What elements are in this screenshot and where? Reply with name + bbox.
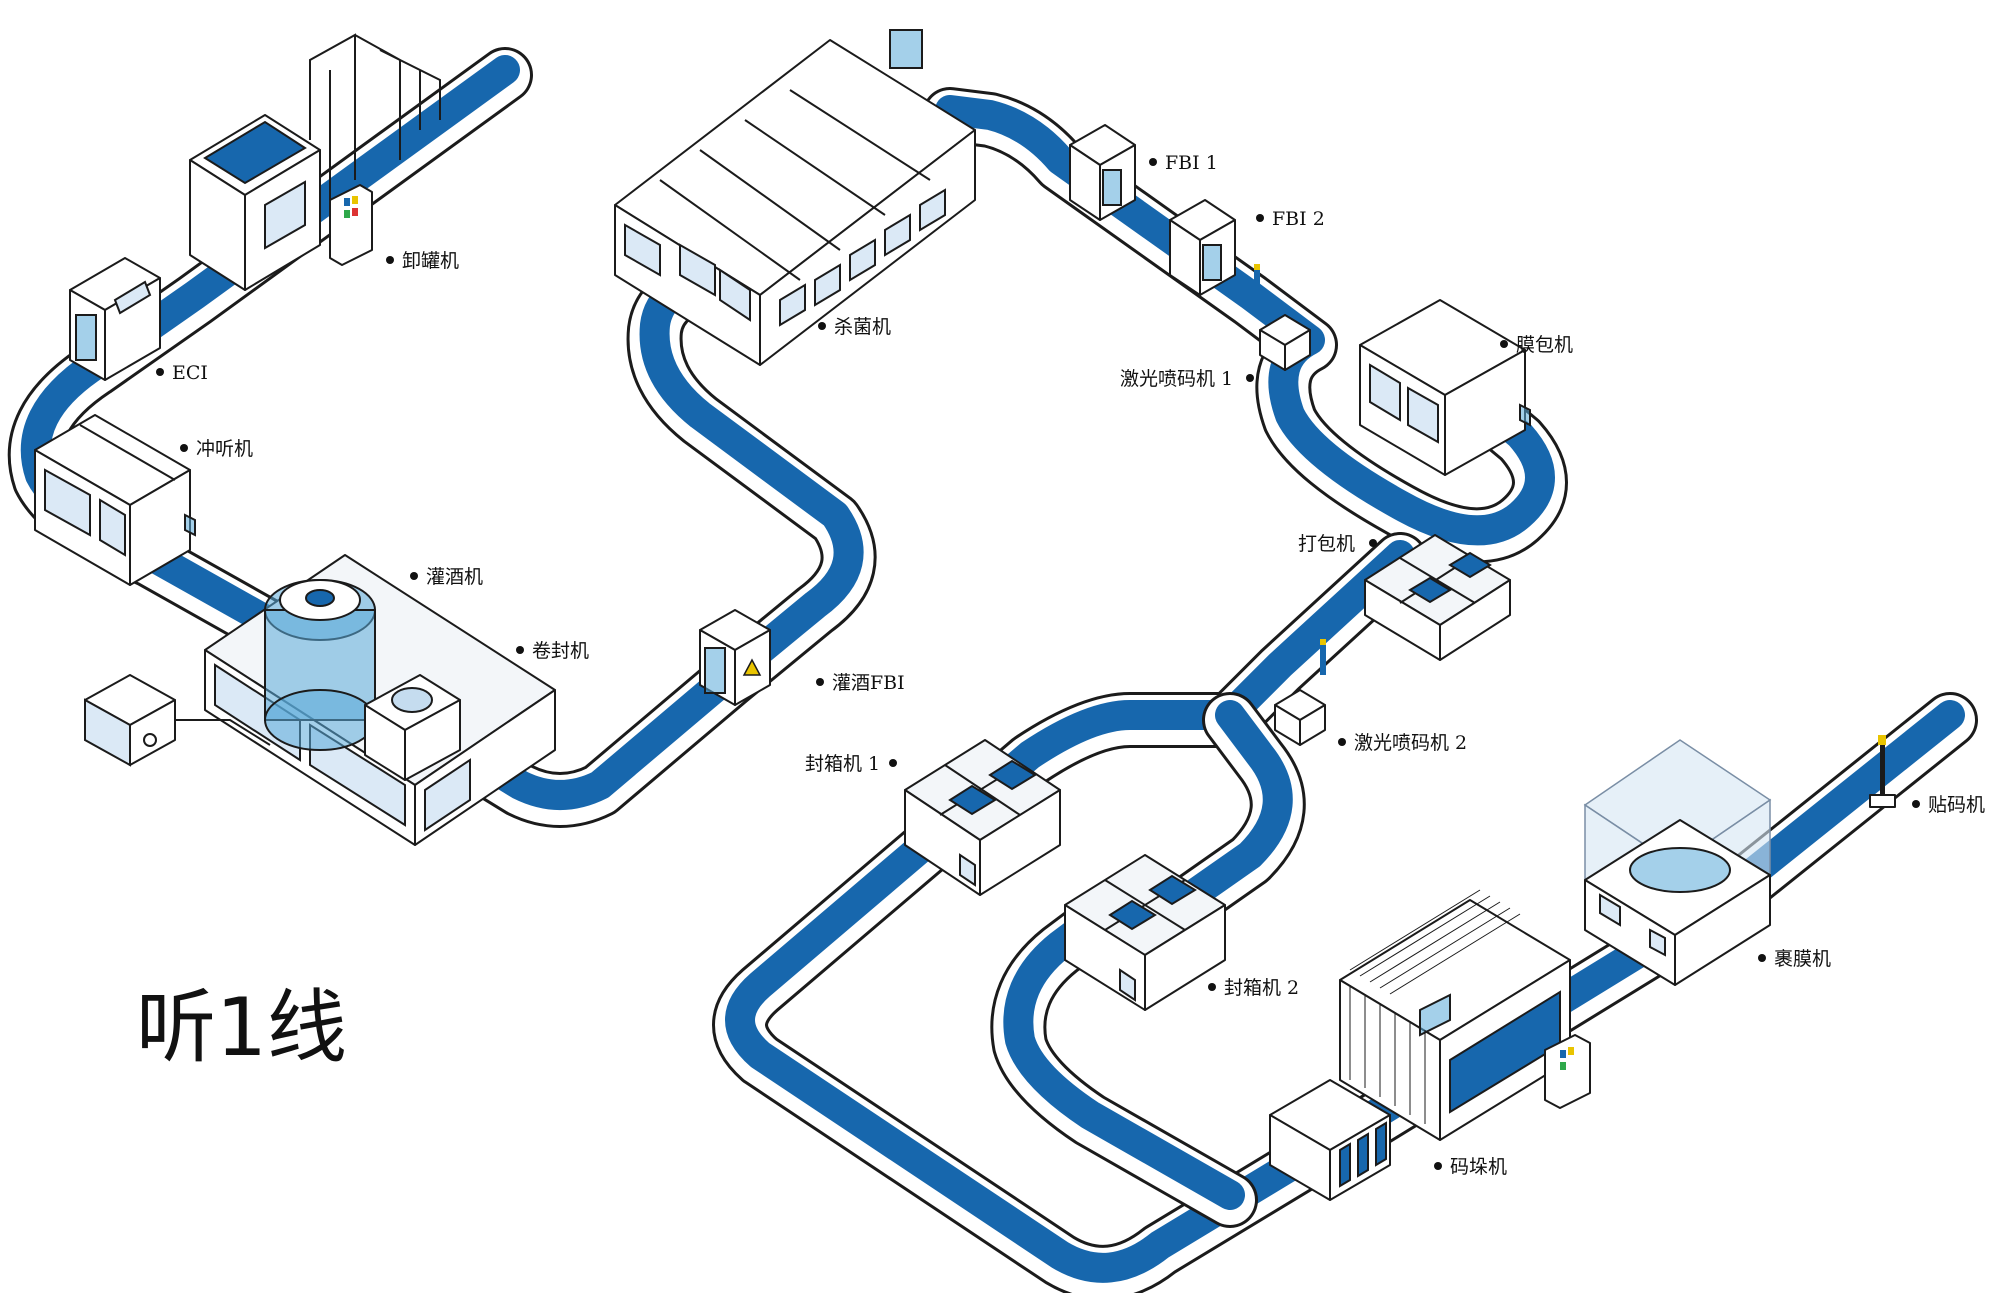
label-laser-coder2: 激光喷码机 2 [1338, 732, 1467, 754]
laser-coder1-machine [1254, 264, 1311, 371]
water-tank [84, 674, 271, 767]
label-label-applicator: 贴码机 [1912, 794, 1985, 816]
label-filler-fbi: 灌酒FBI [816, 672, 905, 694]
svg-text:裹膜机: 裹膜机 [1774, 948, 1831, 970]
eci-machine [69, 257, 161, 381]
pasteurizer-machine [614, 29, 976, 366]
svg-text:码垛机: 码垛机 [1450, 1156, 1507, 1178]
svg-text:冲听机: 冲听机 [196, 438, 253, 460]
label-seamer: 卷封机 [516, 640, 589, 662]
conveyor-packer-out [712, 532, 1978, 1293]
filler-seamer-machine [204, 554, 556, 846]
fbi1-machine [1069, 124, 1136, 221]
label-stretch-wrapper: 裹膜机 [1758, 948, 1831, 970]
svg-text:激光喷码机 1: 激光喷码机 1 [1120, 368, 1233, 390]
svg-text:FBI 2: FBI 2 [1272, 208, 1325, 230]
svg-text:打包机: 打包机 [1298, 533, 1355, 555]
machine-labels: 卸罐机 ECI 冲听机 灌酒机 卷封机 灌酒FBI 杀菌机 FBI 1 [156, 152, 1985, 1178]
label-case-sealer2: 封箱机 2 [1208, 977, 1299, 999]
label-eci: ECI [156, 362, 208, 384]
label-palletizer: 码垛机 [1434, 1156, 1507, 1178]
svg-text:卸罐机: 卸罐机 [402, 250, 459, 272]
svg-text:膜包机: 膜包机 [1516, 334, 1573, 356]
rinser-machine [34, 414, 196, 586]
case-sealer1-machine [904, 739, 1061, 896]
label-case-sealer1: 封箱机 1 [805, 753, 897, 775]
shrink-wrapper-machine [1359, 299, 1531, 476]
laser-coder2-machine [1274, 639, 1326, 746]
svg-text:FBI 1: FBI 1 [1165, 152, 1218, 174]
label-pasteurizer: 杀菌机 [818, 316, 891, 338]
conveyor-upper-right [922, 87, 1568, 564]
svg-text:ECI: ECI [172, 362, 208, 384]
svg-text:封箱机 1: 封箱机 1 [805, 753, 880, 775]
stretch-wrapper-machine [1583, 739, 1772, 986]
label-shrink-wrapper: 膜包机 [1500, 334, 1573, 356]
label-fbi1: FBI 1 [1149, 152, 1218, 174]
label-rinser: 冲听机 [180, 438, 253, 460]
svg-text:灌酒FBI: 灌酒FBI [832, 672, 905, 694]
svg-text:贴码机: 贴码机 [1928, 794, 1985, 816]
label-laser-coder1: 激光喷码机 1 [1120, 368, 1254, 390]
svg-text:封箱机 2: 封箱机 2 [1224, 977, 1299, 999]
label-applicator-machine [1869, 735, 1896, 808]
label-packer: 打包机 [1298, 533, 1377, 555]
svg-text:灌酒机: 灌酒机 [426, 566, 483, 588]
svg-text:激光喷码机 2: 激光喷码机 2 [1354, 732, 1467, 754]
line-title: 听1线 [136, 981, 347, 1074]
palletizer-grid [1349, 889, 1521, 1124]
filler-fbi-machine [699, 609, 771, 706]
label-depalletizer: 卸罐机 [386, 250, 459, 272]
fbi2-machine [1169, 199, 1236, 296]
svg-text:杀菌机: 杀菌机 [834, 316, 891, 338]
label-fbi2: FBI 2 [1256, 208, 1325, 230]
svg-text:卷封机: 卷封机 [532, 640, 589, 662]
packer-machine [1364, 534, 1511, 661]
case-sealer2-machine [1064, 854, 1226, 1011]
palletizer-machine [1269, 889, 1591, 1201]
label-filler: 灌酒机 [410, 566, 483, 588]
depalletizer-machine [189, 33, 441, 291]
